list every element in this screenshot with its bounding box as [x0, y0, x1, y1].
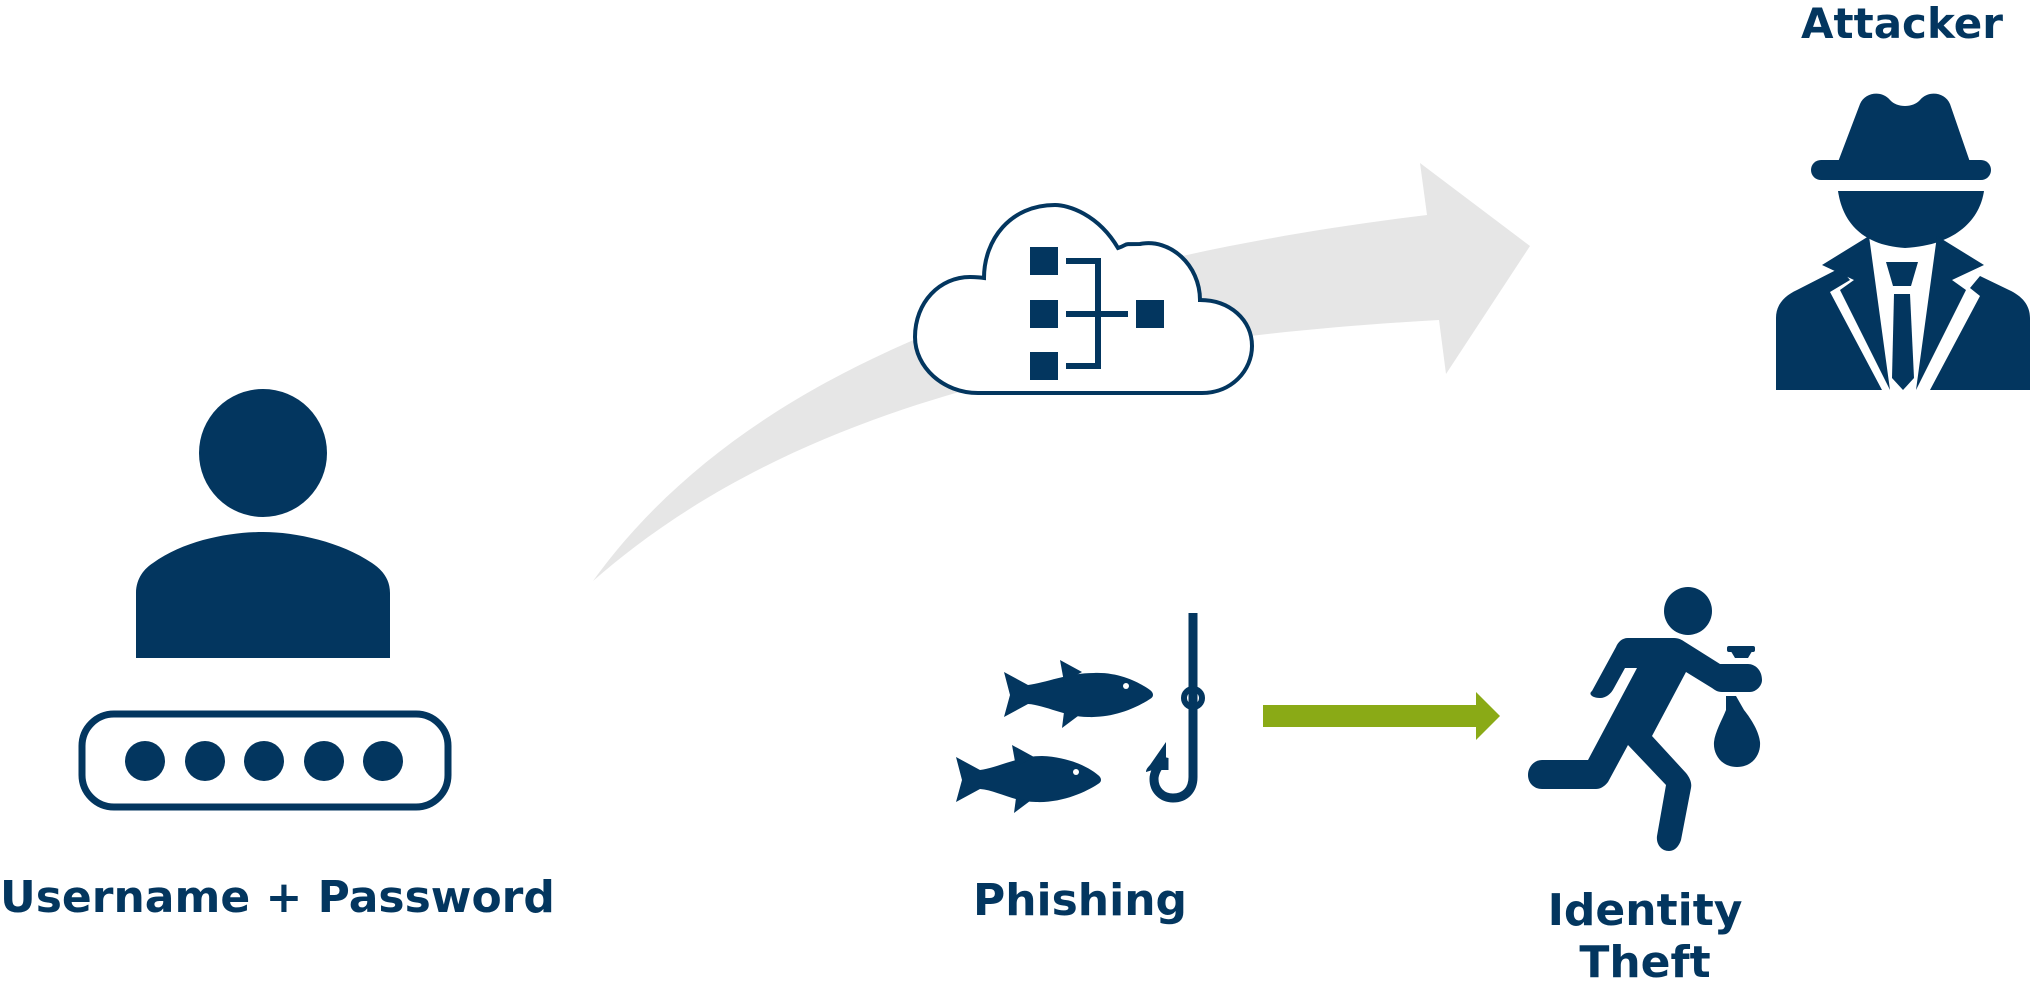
- fish-hook-icon: [956, 613, 1205, 813]
- cloud-network-icon: [912, 202, 1255, 395]
- green-arrow: [1263, 692, 1500, 740]
- flow-arrow: [593, 163, 1530, 581]
- identity-theft-label: Identity Theft: [1520, 885, 1770, 989]
- attacker-label: Attacker: [1801, 0, 2003, 48]
- attacker-spy-icon: [1776, 93, 2030, 390]
- user-with-password-icon: [78, 389, 452, 811]
- thief-running-icon: [1528, 587, 1762, 851]
- identity-theft-label-line1: Identity: [1547, 885, 1743, 936]
- user-label: Username + Password: [0, 872, 555, 923]
- identity-theft-label-line2: Theft: [1579, 937, 1711, 989]
- phishing-label: Phishing: [972, 875, 1188, 926]
